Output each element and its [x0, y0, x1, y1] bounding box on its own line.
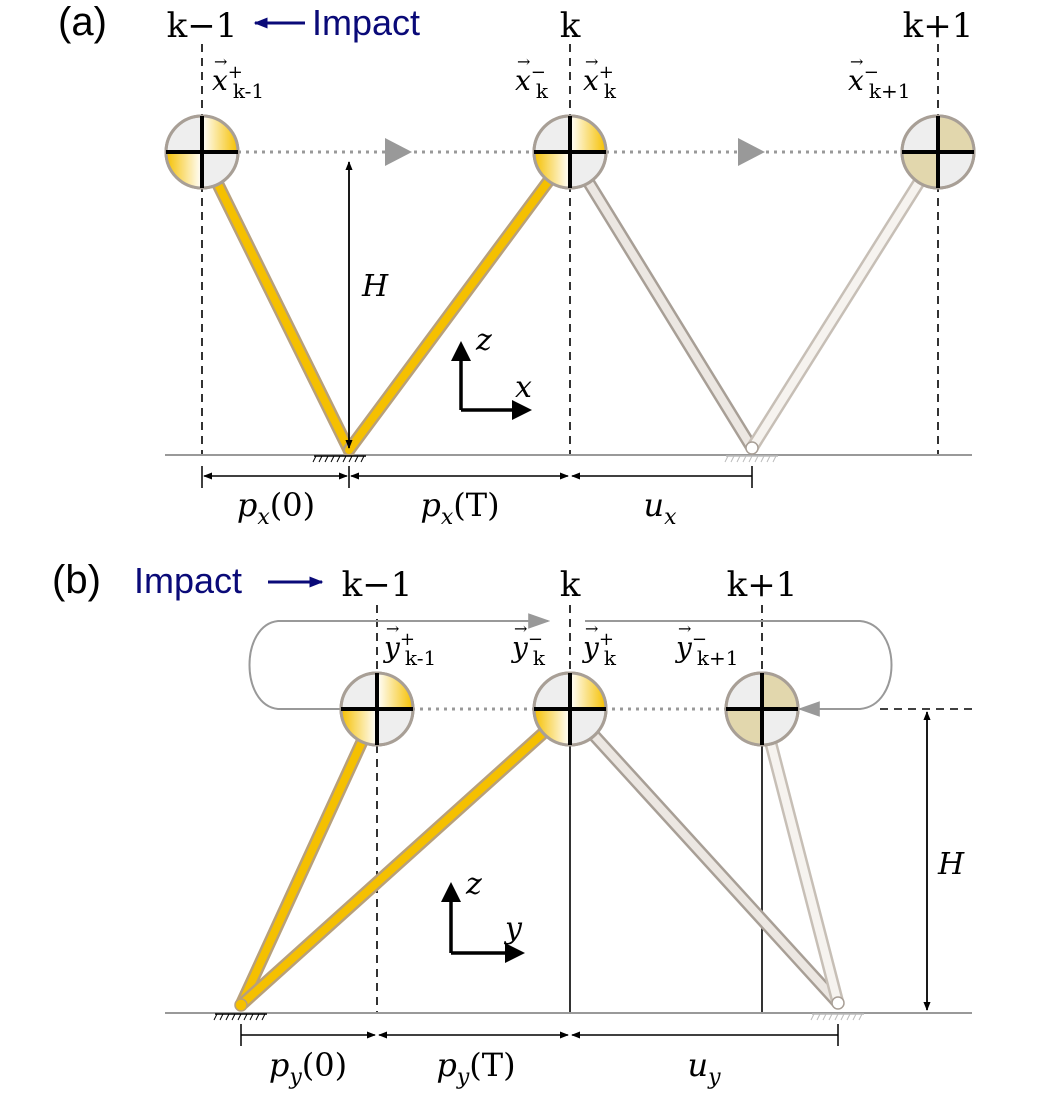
panel-b-mass-prev: [339, 671, 415, 747]
panel-b-step-prev-label: k−1: [342, 565, 413, 605]
panel-a-state-curr-minus: x−k: [515, 62, 549, 103]
panel-a-state-curr-plus: x+k: [583, 62, 617, 103]
panel-b-axes: [441, 882, 525, 963]
panel-b-state-curr-minus: y−k: [510, 629, 546, 670]
panel-b-label: (b): [52, 558, 101, 602]
panel-b-step-curr-label: k: [560, 565, 581, 605]
panel-b-state-next-minus: y−k+1: [674, 629, 739, 670]
panel-b-axis-z-label: z: [465, 867, 482, 902]
panel-b-vec-arrow-prev: →: [386, 619, 399, 638]
panel-a-step-prev-label: k−1: [167, 6, 238, 46]
panel-a-vec-arrow-next: →: [850, 52, 863, 71]
panel-a-mass-prev: [164, 114, 240, 190]
panel-b-leg-ghost-2: [755, 702, 845, 1010]
panel-b: (b) Impact k−1 k k+1 H: [52, 558, 972, 1090]
panel-a-foot-anchor-2: [724, 455, 779, 463]
panel-b-axis-y-label: y: [503, 911, 523, 946]
panel-a-impact-label: Impact: [312, 2, 420, 43]
panel-b-mass-curr: [532, 671, 608, 747]
panel-b-state-curr-plus: y+k: [581, 629, 617, 670]
panel-a-dim-pT-label: px(T): [420, 486, 499, 530]
panel-b-state-prev-plus: y+k-1: [382, 629, 436, 670]
panel-a-state-prev-plus: x+k-1: [212, 62, 264, 103]
panel-b-loop-trajectory-left: [248, 613, 551, 710]
panel-b-foot-anchor-2: [810, 1013, 865, 1021]
panel-a-leg-ghost-1: [563, 145, 759, 455]
panel-a-axis-x-label: x: [515, 370, 532, 405]
panel-a-axes: [451, 341, 532, 420]
panel-b-mass-next: [724, 671, 800, 747]
panel-a-mass-curr: [532, 114, 608, 190]
panel-a-vec-arrow-curr-plus: →: [585, 52, 598, 71]
panel-b-dim-pT-label: py(T): [436, 1046, 515, 1090]
panel-b-leg-stance-2: [234, 702, 577, 1012]
panel-a-leg-stance-2: [342, 145, 577, 457]
panel-b-foot-anchor-1: [213, 1013, 268, 1021]
panel-b-leg-stance-1: [234, 702, 384, 1012]
panel-a-axis-z-label: z: [475, 323, 492, 358]
panel-b-vec-arrow-curr-plus: →: [585, 619, 598, 638]
panel-a-vec-arrow-curr-minus: →: [517, 52, 530, 71]
panel-b-leg-ghost-1: [563, 702, 845, 1010]
panel-a-foot-anchor-1: [312, 455, 367, 463]
panel-a-leg-ghost-2: [745, 145, 945, 455]
panel-a-trajectory-arrow-1: [385, 138, 412, 166]
panel-a: (a) k−1 k k+1 Impact: [58, 0, 976, 530]
panel-b-impact-label: Impact: [134, 560, 242, 601]
panel-b-loop-trajectory-right: [585, 620, 893, 717]
panel-b-dim-p0-label: py(0): [269, 1046, 347, 1090]
panel-a-dim-p0-label: px(0): [237, 486, 315, 530]
panel-a-step-curr-label: k: [560, 6, 581, 46]
panel-a-vec-arrow-prev: →: [214, 52, 227, 71]
panel-a-leg-stance-1: [195, 145, 356, 457]
panel-a-height-label: H: [361, 269, 389, 304]
panel-b-vec-arrow-next: →: [678, 619, 691, 638]
panel-a-trajectory-arrow-2: [738, 138, 765, 166]
panel-b-step-next-label: k+1: [727, 565, 798, 605]
panel-a-step-next-label: k+1: [903, 6, 974, 46]
panel-b-vec-arrow-curr-minus: →: [514, 619, 527, 638]
panel-a-mass-next: [900, 114, 976, 190]
panel-a-label: (a): [58, 0, 107, 44]
panel-b-height-label: H: [937, 847, 965, 882]
panel-a-dim-u-label: ux: [643, 486, 677, 530]
panel-a-state-next-minus: x−k+1: [848, 62, 911, 103]
panel-b-dim-u-label: uy: [687, 1046, 721, 1090]
